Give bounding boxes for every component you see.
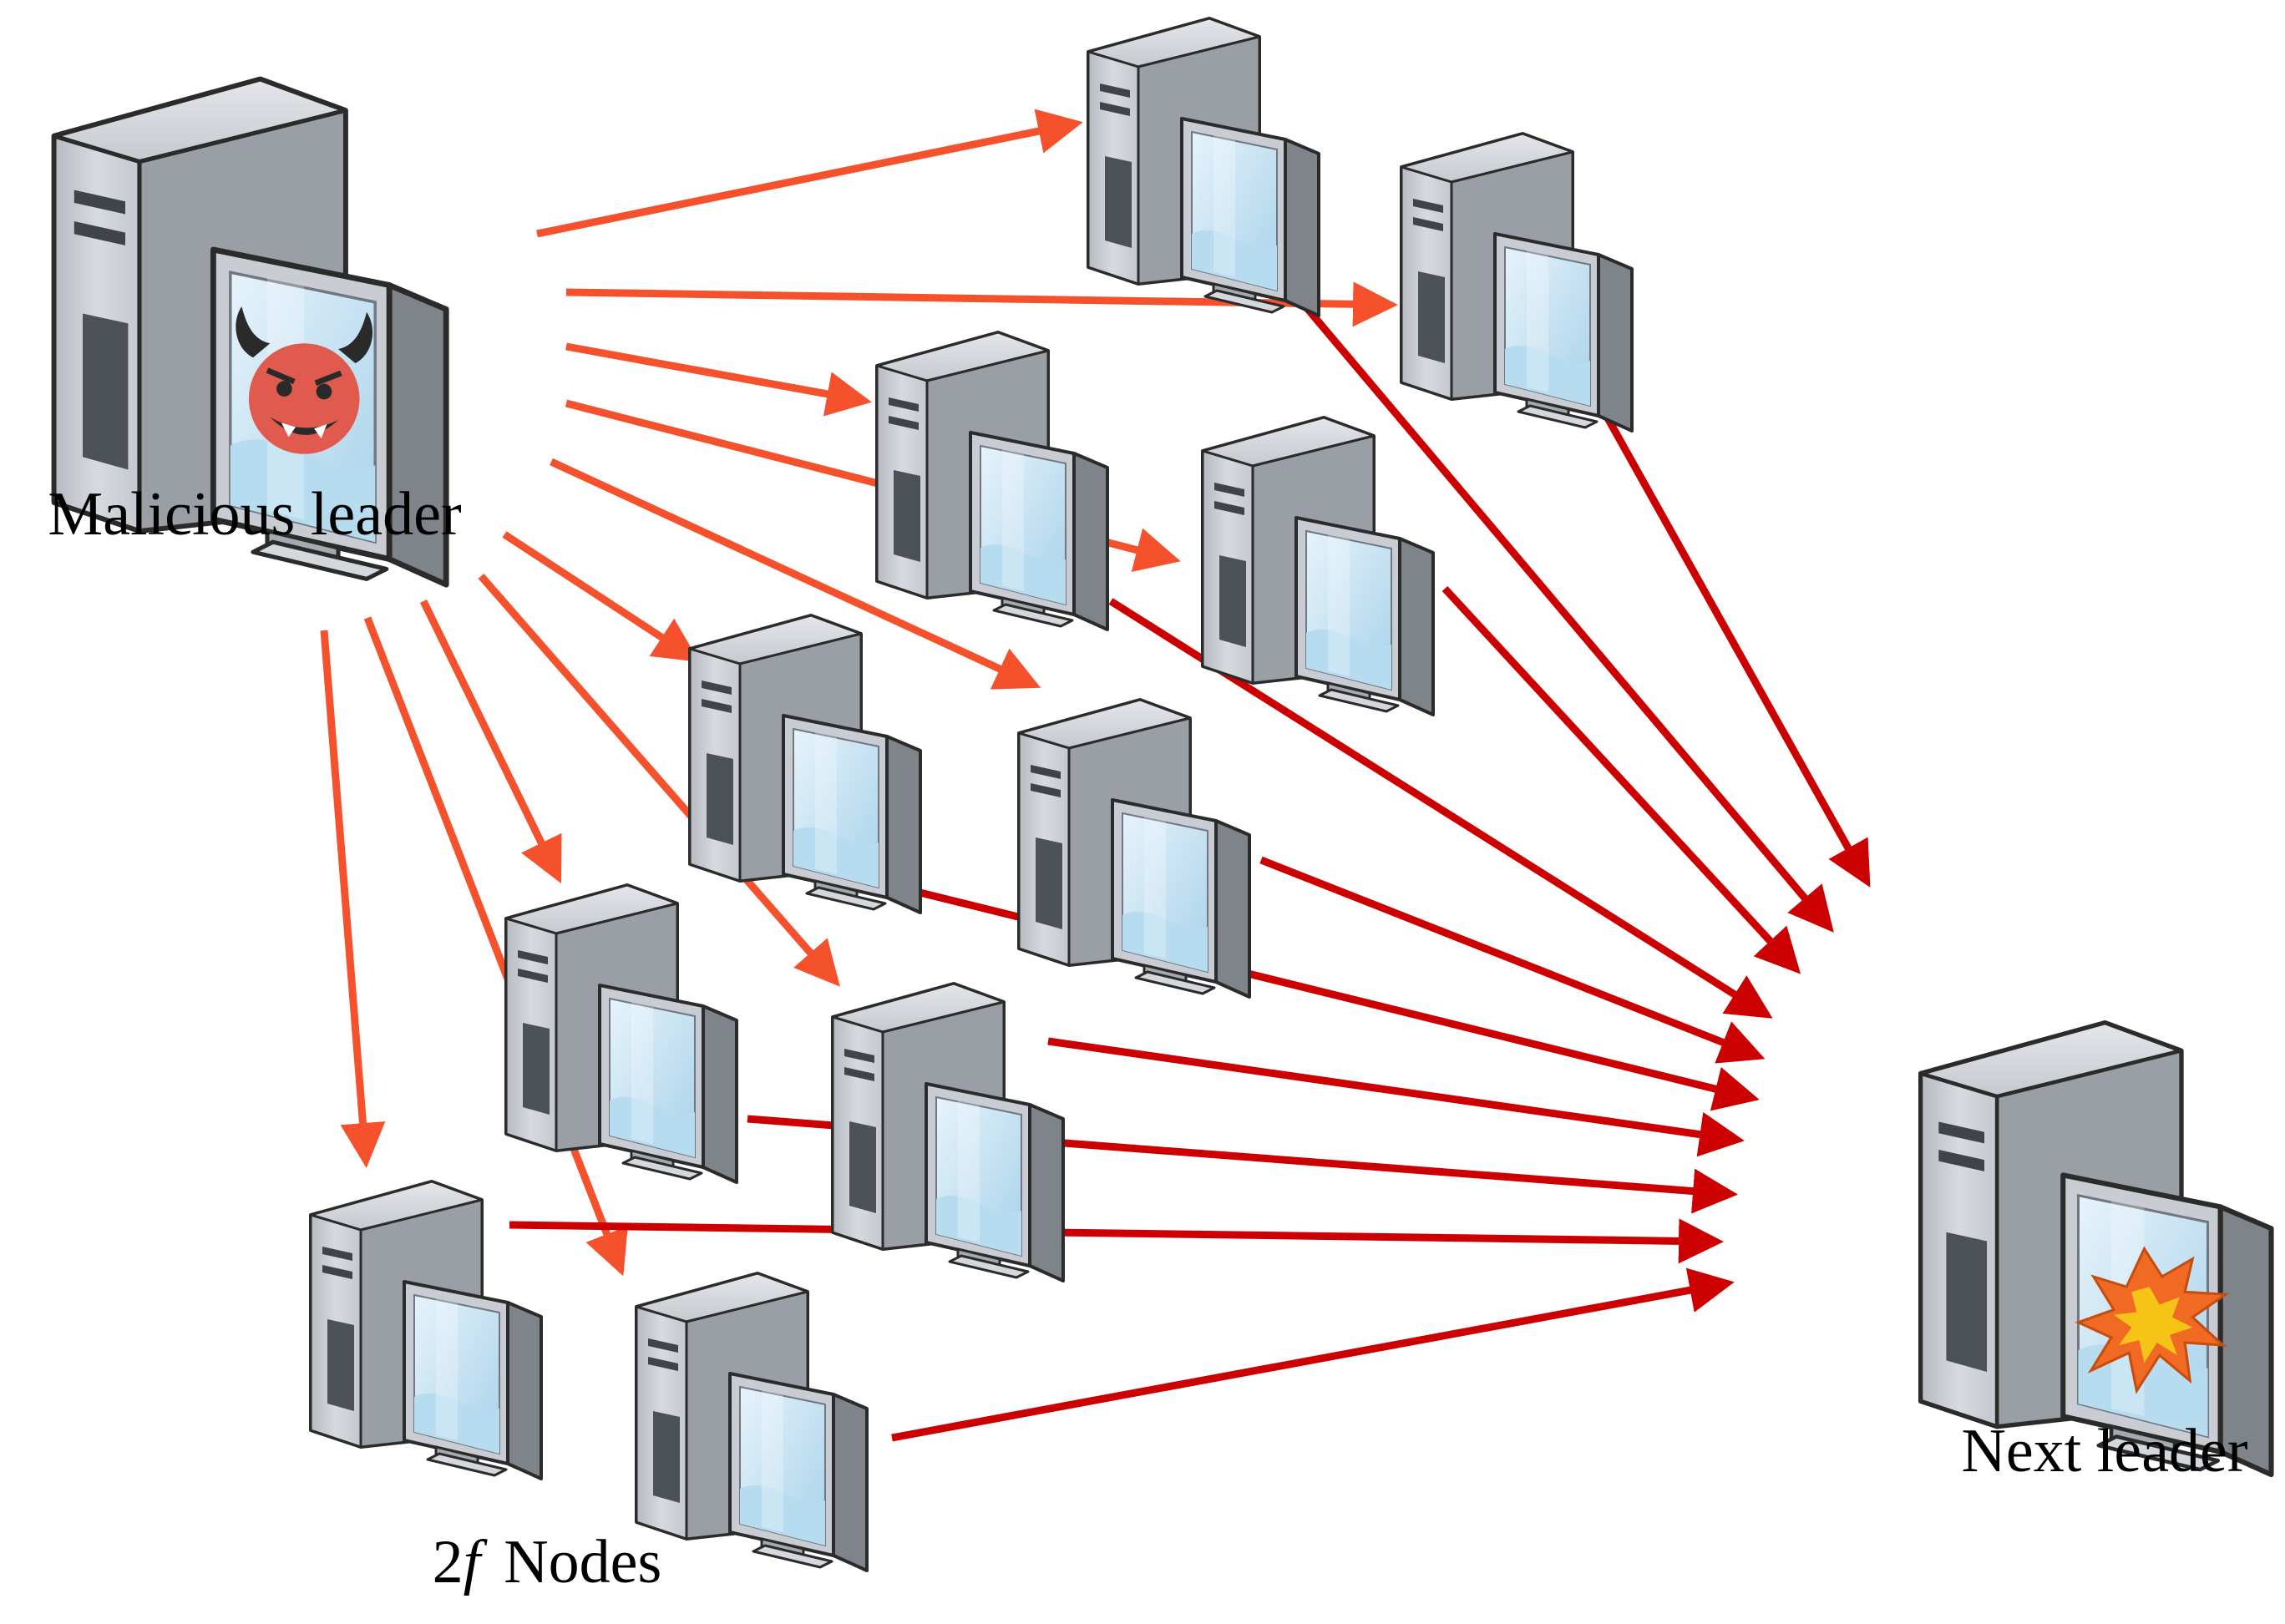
arrow-node-6-to-next <box>1259 856 1766 1064</box>
malicious-leader-computer <box>54 79 446 584</box>
explosion-icon <box>2075 1246 2230 1394</box>
malicious-leader-label: Malicious leader <box>48 480 461 549</box>
node-computer-4 <box>1201 416 1435 716</box>
node-computer-1 <box>1087 17 1320 317</box>
arrow-leader-to-node-6 <box>502 531 700 662</box>
arrow-node-4-to-next <box>1441 585 1801 974</box>
node-computer-6 <box>1017 698 1251 999</box>
arrow-node-10-to-next <box>891 1267 1735 1442</box>
arrow-leader-to-node-9 <box>363 616 628 1277</box>
arrow-leader-to-node-5 <box>550 458 1041 690</box>
nodes-word: Nodes <box>504 1528 661 1596</box>
arrow-node-2-to-next <box>1588 386 1871 888</box>
arrow-leader-to-node-8 <box>419 600 562 884</box>
arrow-leader-to-node-3 <box>565 342 872 417</box>
node-computer-5 <box>688 614 922 914</box>
arrow-node-9-to-next <box>509 1218 1724 1264</box>
outgoing-arrows <box>320 109 1398 1277</box>
node-computer-7 <box>504 883 738 1184</box>
nodes-count: 2 <box>433 1528 464 1596</box>
arrow-leader-to-node-10 <box>320 630 386 1168</box>
arrow-leader-to-node-1 <box>536 109 1083 238</box>
arrow-node-7-to-next <box>1047 1037 1745 1157</box>
incoming-arrows <box>509 273 1871 1442</box>
node-computer-8 <box>831 982 1065 1283</box>
node-computer-2 <box>1400 132 1634 433</box>
node-computer-10 <box>635 1272 869 1572</box>
arrow-leader-to-node-7 <box>478 574 840 987</box>
node-computer-9 <box>309 1180 543 1480</box>
node-computer-3 <box>875 331 1109 631</box>
next-leader-computer <box>1921 1023 2272 1475</box>
next-leader-label: Next leader <box>1961 1417 2247 1485</box>
devil-icon <box>236 306 373 454</box>
arrow-node-1-to-next <box>1276 273 1834 933</box>
nodes-variable: f <box>464 1528 489 1596</box>
